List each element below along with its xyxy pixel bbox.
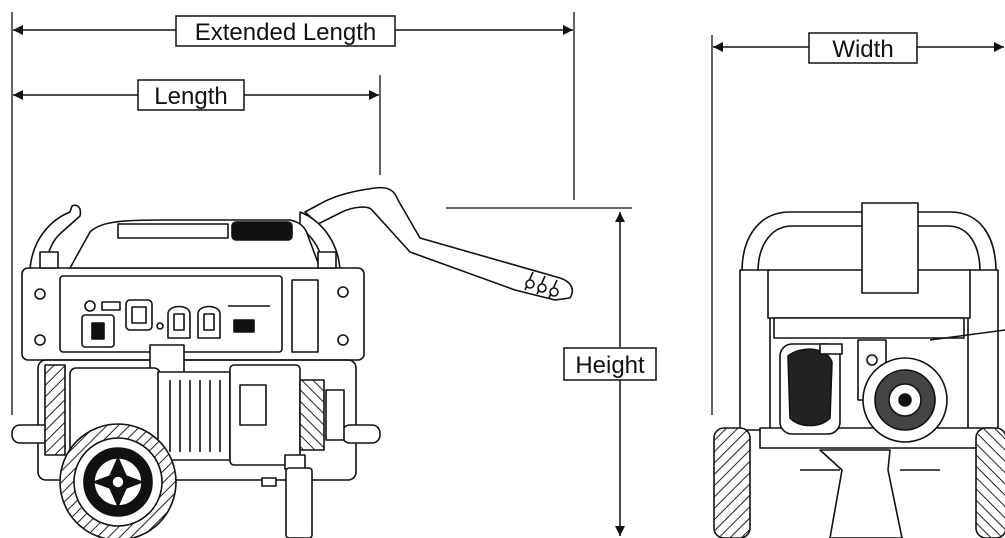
extended-length-label: Extended Length bbox=[195, 19, 377, 46]
length-label-box bbox=[137, 79, 245, 111]
height-label: Height bbox=[575, 352, 645, 379]
height-dimension: Height bbox=[446, 207, 657, 536]
extended-length-dimension: Extended Length bbox=[11, 12, 575, 415]
support-foot bbox=[285, 467, 313, 538]
length-dimension: Length bbox=[13, 75, 381, 175]
side-wheel bbox=[59, 423, 177, 538]
front-label-panel bbox=[861, 202, 919, 294]
front-stand bbox=[800, 449, 940, 538]
width-label-box bbox=[808, 32, 918, 64]
generator-side-view bbox=[11, 186, 574, 538]
front-wheel-left bbox=[713, 427, 751, 538]
extended-length-label-box bbox=[175, 15, 396, 47]
width-label: Width bbox=[832, 36, 893, 63]
control-panel bbox=[34, 275, 349, 353]
width-dimension: Width bbox=[711, 32, 1004, 415]
length-label: Length bbox=[154, 83, 227, 110]
fuel-tank bbox=[39, 219, 337, 269]
height-label-box bbox=[563, 347, 657, 381]
extended-handle bbox=[304, 186, 574, 301]
front-wheel-right bbox=[975, 427, 1005, 538]
generator-front-view bbox=[713, 202, 1005, 538]
front-engine bbox=[779, 329, 1005, 443]
